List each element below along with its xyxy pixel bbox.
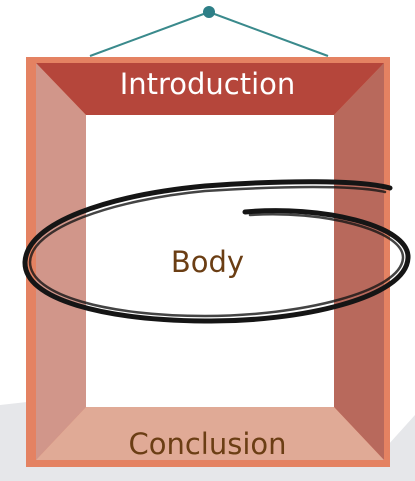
hook-icon bbox=[203, 6, 215, 18]
emphasis-ellipse-icon bbox=[22, 179, 411, 324]
hanging-wire-left bbox=[89, 11, 210, 57]
introduction-label: Introduction bbox=[119, 67, 296, 101]
conclusion-label: Conclusion bbox=[128, 427, 287, 461]
frame-inner-area bbox=[86, 115, 334, 407]
hanging-wire-right bbox=[208, 11, 329, 57]
frame-bottom-panel bbox=[36, 407, 384, 460]
frame-top-panel bbox=[36, 63, 384, 115]
frame-right-panel bbox=[334, 63, 384, 460]
frame-left-panel bbox=[36, 63, 86, 460]
body-label: Body bbox=[170, 245, 245, 279]
